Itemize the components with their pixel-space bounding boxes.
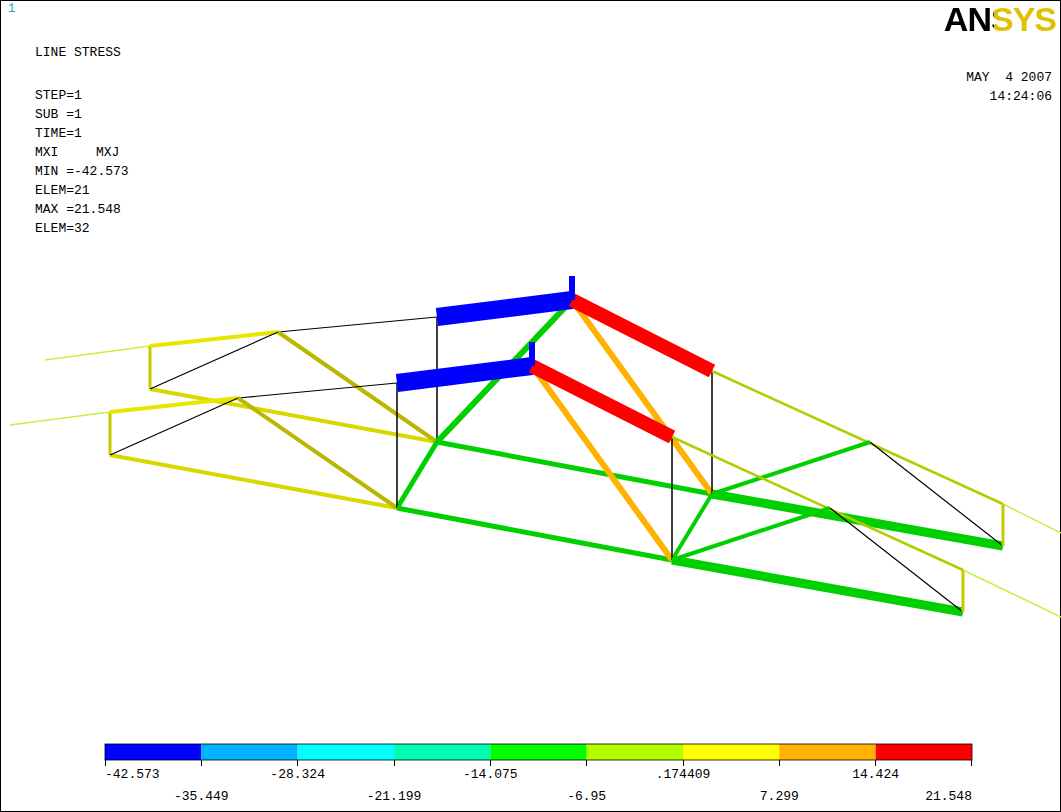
plot-mark	[238, 383, 397, 398]
plot-mark	[672, 560, 963, 612]
plot-mark	[110, 455, 397, 508]
info-line: MXI	[35, 145, 58, 160]
plot-mark	[397, 442, 437, 508]
plot-mark	[105, 744, 201, 760]
plot-title: LINE STRESS	[35, 45, 121, 60]
plot-mark	[278, 317, 437, 332]
scale-value: 14.424	[852, 767, 899, 782]
plot-mark	[397, 366, 532, 383]
plot-mark	[201, 744, 297, 760]
plot-mark	[10, 412, 110, 425]
plot-mark	[532, 366, 672, 437]
info-line: MAX =21.548	[35, 202, 121, 217]
plot-mark	[394, 760, 395, 766]
plot-mark	[110, 398, 238, 455]
plot-mark	[963, 570, 1061, 617]
plot-mark	[572, 300, 712, 371]
plot-mark	[671, 437, 673, 560]
plot-mark	[298, 744, 394, 760]
info-line: MXJ	[96, 145, 119, 160]
plot-mark	[779, 744, 875, 760]
plot-mark	[105, 760, 106, 766]
back-truss	[150, 276, 1003, 546]
info-line: ELEM=32	[35, 221, 90, 236]
plot-mark	[394, 744, 490, 760]
plot-mark	[490, 760, 491, 766]
scale-value: -14.075	[463, 767, 518, 782]
plot-mark	[150, 332, 278, 346]
plot-mark	[779, 760, 780, 766]
plot-mark	[105, 744, 972, 760]
plot-mark	[586, 760, 587, 766]
plot-mark	[437, 300, 572, 317]
scale-value: 21.548	[925, 789, 972, 804]
scale-value: -35.449	[174, 789, 229, 804]
plot-mark	[569, 276, 575, 300]
plot-mark	[532, 366, 672, 560]
plot-mark	[587, 744, 683, 760]
plot-mark	[490, 744, 586, 760]
front-truss	[110, 342, 963, 612]
plot-mark	[238, 398, 397, 508]
plot-mark	[870, 442, 1003, 546]
plot-mark	[45, 346, 150, 360]
scale-value: -21.199	[367, 789, 422, 804]
plot-mark	[712, 442, 870, 494]
spring-lines	[10, 346, 1061, 617]
plot-mark	[1003, 504, 1061, 533]
color-scale	[105, 744, 972, 766]
plot-mark	[712, 494, 1003, 546]
logo: ANSYS	[944, 1, 1056, 37]
plot-mark	[396, 383, 398, 508]
info-line: ELEM=21	[35, 183, 90, 198]
plot-mark	[962, 570, 965, 612]
plot-mark	[150, 332, 278, 389]
plot-mark	[971, 760, 972, 766]
plot-mark	[711, 371, 713, 494]
date-stamp: MAY 4 2007	[966, 70, 1052, 85]
scale-value: .174409	[656, 767, 711, 782]
plot-mark	[529, 342, 535, 366]
plot-mark	[875, 760, 876, 766]
info-line: TIME=1	[35, 126, 82, 141]
plot-mark	[830, 508, 963, 612]
info-line: SUB =1	[35, 107, 82, 122]
window-number: 1	[8, 2, 15, 17]
plot-mark	[437, 442, 712, 494]
plot-mark	[110, 398, 238, 412]
info-line: MIN =-42.573	[35, 164, 129, 179]
plot-mark	[672, 508, 830, 560]
plot-mark	[1002, 504, 1005, 546]
plot-mark	[683, 744, 779, 760]
plot-mark	[149, 346, 152, 389]
plot-mark	[109, 412, 112, 455]
time-stamp: 14:24:06	[990, 89, 1052, 104]
plot-mark	[712, 371, 1003, 504]
info-line: STEP=1	[35, 88, 82, 103]
plot-mark	[201, 760, 202, 766]
plot-mark	[672, 437, 963, 570]
plot-mark	[683, 760, 684, 766]
scale-value: -6.95	[567, 789, 606, 804]
plot-mark	[876, 744, 972, 760]
plot-mark	[297, 760, 298, 766]
plot-mark	[397, 508, 672, 560]
cross-members	[397, 442, 712, 560]
scale-value: -42.573	[105, 767, 160, 782]
scale-value: -28.324	[270, 767, 325, 782]
scale-value: 7.299	[760, 789, 799, 804]
plot-mark	[106, 760, 972, 766]
